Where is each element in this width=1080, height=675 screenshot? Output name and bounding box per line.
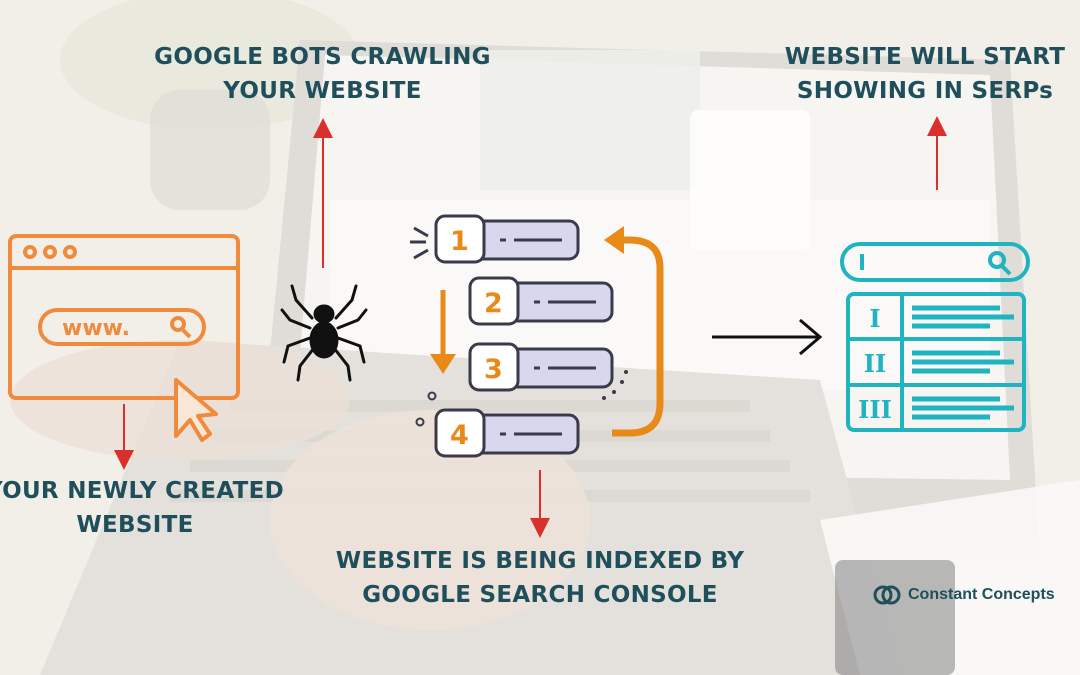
crawl-label-line-1: GOOGLE BOTS CRAWLING [154, 44, 491, 70]
index-step-3 [468, 342, 628, 400]
constant-concepts-logo-icon [873, 585, 901, 605]
serp-label: WEBSITE WILL START SHOWING IN SERPs [780, 40, 1070, 108]
index-step-1-number: 1 [450, 226, 469, 257]
website-label: YOUR NEWLY CREATED WEBSITE [0, 474, 290, 542]
index-step-4-number: 4 [450, 420, 469, 451]
index-step-2-number: 2 [484, 288, 503, 319]
index-step-3-number: 3 [484, 354, 503, 385]
brand-logo: Constant Concepts [872, 580, 1055, 610]
index-label-line-1: WEBSITE IS BEING INDEXED BY [335, 548, 745, 574]
index-step-2 [468, 276, 614, 326]
index-step-4 [415, 391, 580, 458]
serp-label-line-1: WEBSITE WILL START [784, 44, 1066, 70]
index-loop-arrowhead [604, 226, 624, 254]
index-loop-arrow [612, 236, 664, 437]
index-step-1 [410, 214, 580, 264]
crawl-label-line-2: YOUR WEBSITE [223, 78, 422, 104]
serp-result-lines [912, 305, 1014, 420]
website-browser-icon [8, 234, 240, 400]
serp-label-line-2: SHOWING IN SERPs [796, 78, 1054, 104]
crawl-label: GOOGLE BOTS CRAWLING YOUR WEBSITE [150, 40, 495, 108]
serp-row-1-numeral: I [869, 304, 880, 333]
serp-results-icon [840, 242, 1030, 432]
index-label: WEBSITE IS BEING INDEXED BY GOOGLE SEARC… [330, 544, 750, 612]
www-text: www. [62, 316, 130, 341]
website-label-line-1: YOUR NEWLY CREATED [0, 478, 285, 504]
spider-icon [280, 284, 368, 382]
index-label-line-2: GOOGLE SEARCH CONSOLE [362, 582, 718, 608]
serp-row-2-numeral: II [864, 349, 886, 378]
serp-row-3-numeral: III [858, 395, 892, 424]
brand-name: Constant Concepts [908, 586, 1055, 603]
arrow-to-serp [712, 318, 823, 356]
index-down-arrow [430, 290, 456, 374]
cursor-icon [174, 378, 218, 442]
website-label-line-2: WEBSITE [76, 512, 194, 538]
